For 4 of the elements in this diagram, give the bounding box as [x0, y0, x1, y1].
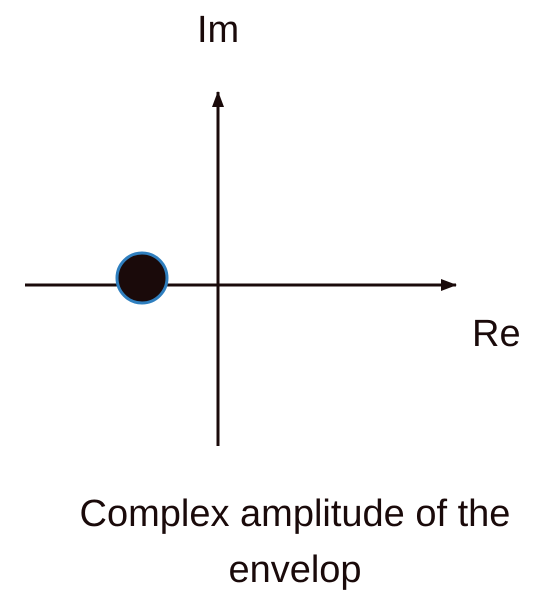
caption: Complex amplitude of the envelop [78, 492, 512, 591]
axis-label: Re [472, 312, 521, 356]
axis-label: Im [197, 8, 240, 52]
data-point [115, 251, 169, 305]
